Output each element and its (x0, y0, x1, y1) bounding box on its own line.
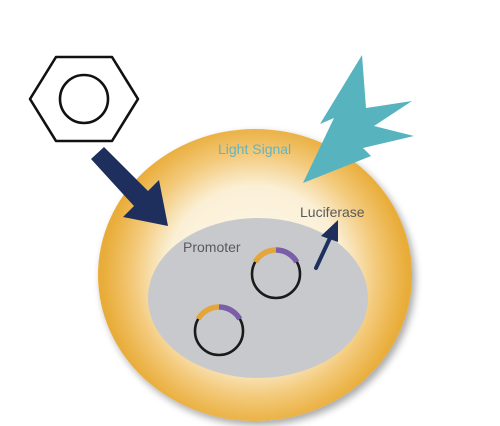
plasmid-icon (193, 304, 245, 357)
light-signal-label: Light Signal (218, 141, 291, 157)
expression-arrow-icon (314, 220, 338, 270)
plasmid-icon (250, 247, 302, 300)
light-burst-icon (303, 55, 414, 183)
promoter-label: Promoter (183, 239, 241, 255)
luciferase-label: Luciferase (300, 204, 365, 220)
benzene-ring-icon (28, 55, 140, 143)
compound-entry-arrow-icon (91, 147, 168, 226)
nucleus (148, 218, 368, 378)
